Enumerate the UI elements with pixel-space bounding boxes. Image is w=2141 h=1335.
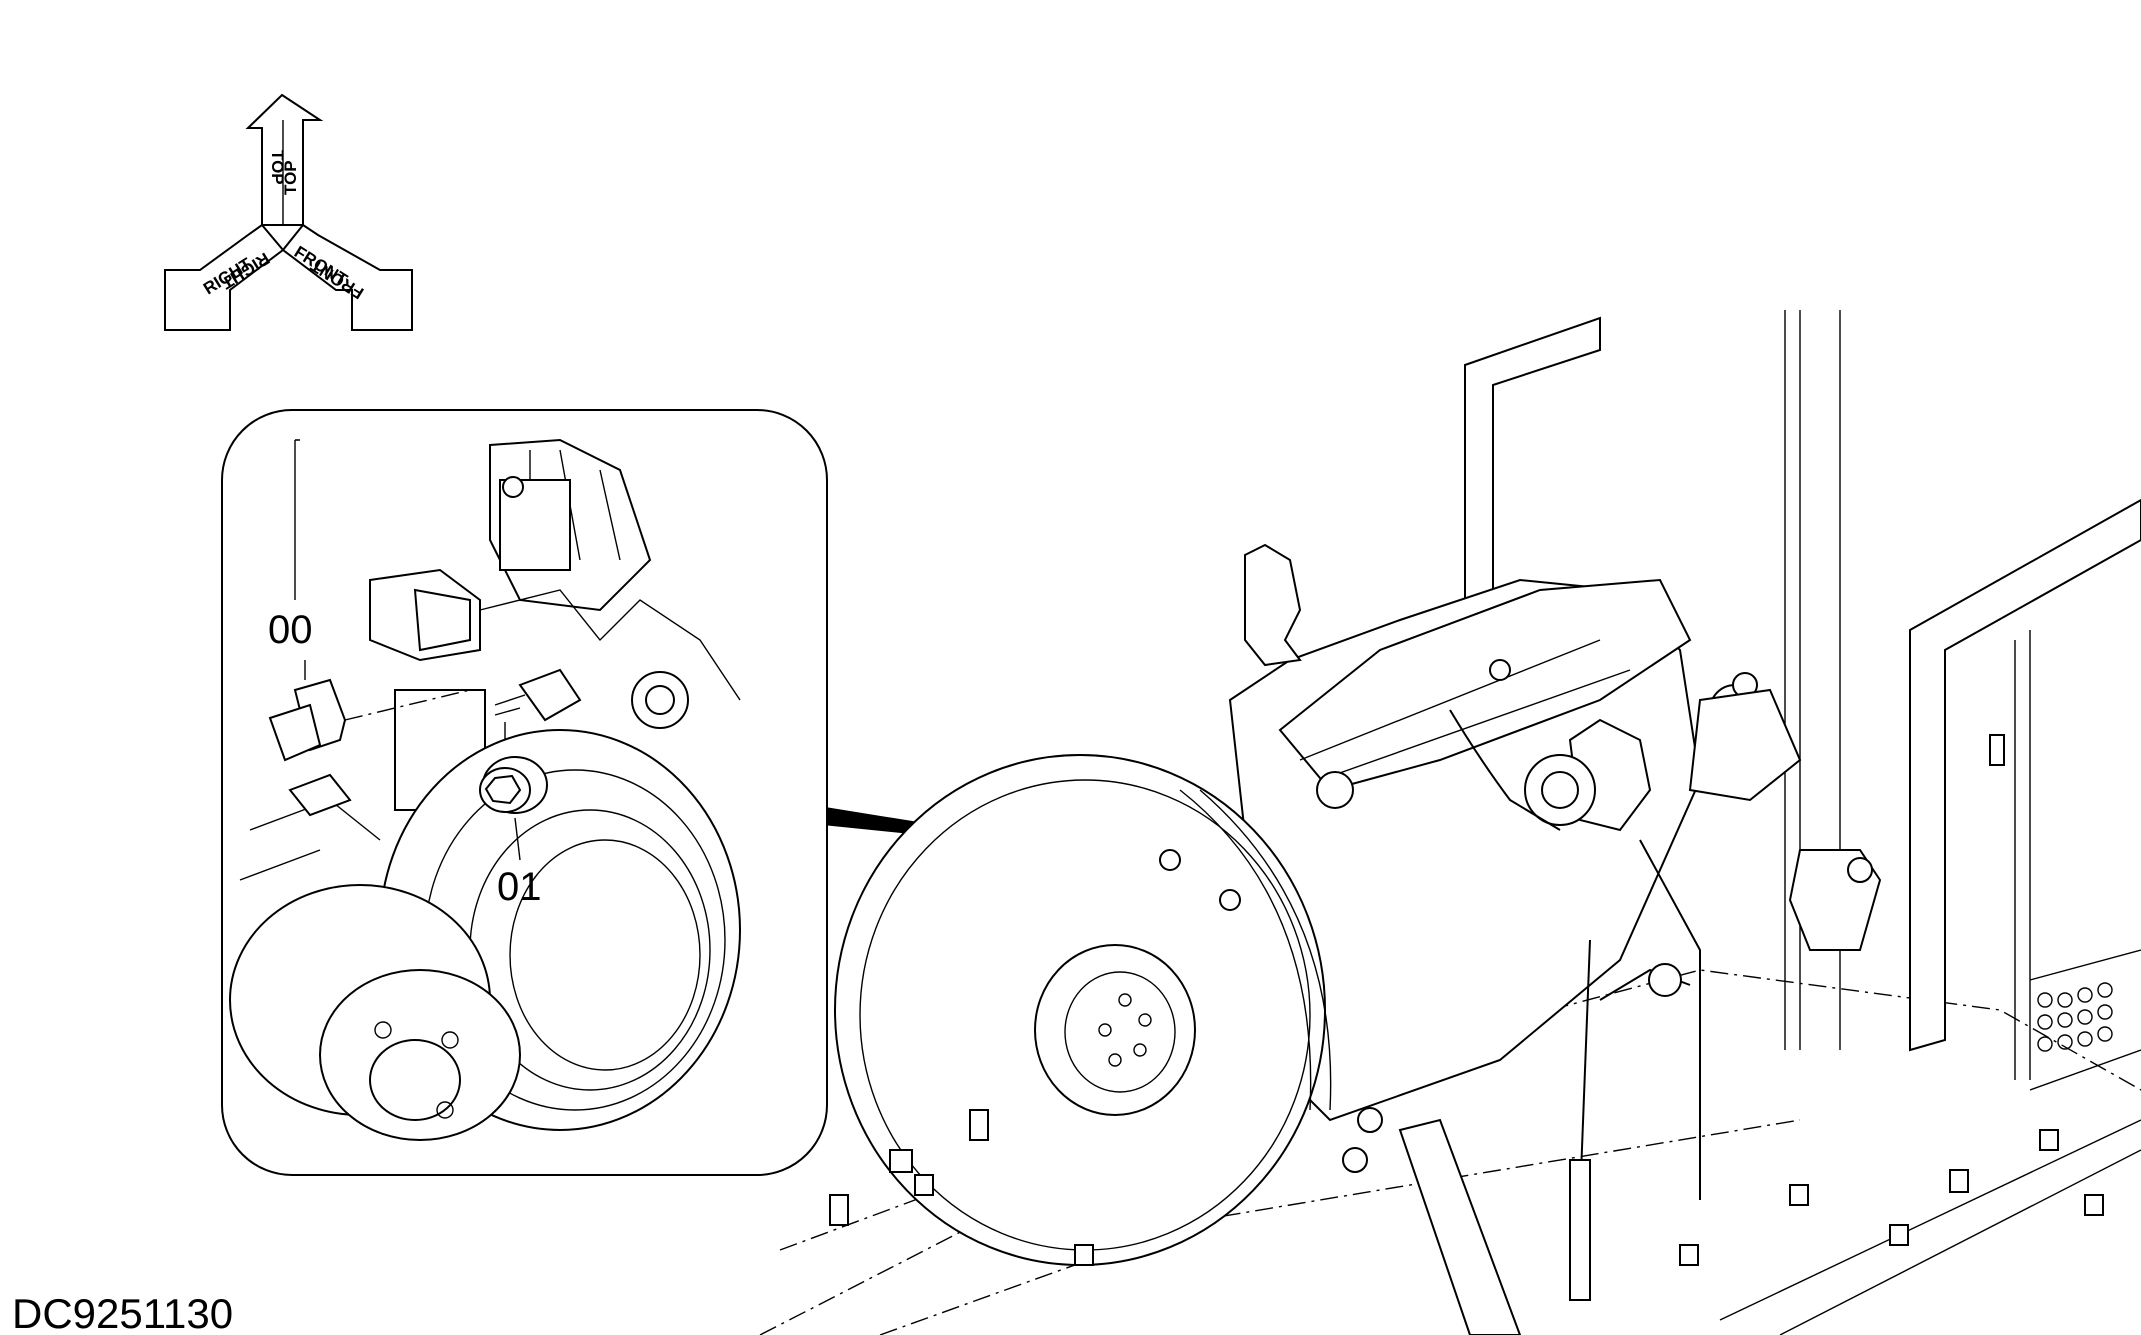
detail-inset: [221, 409, 828, 1176]
right-arrow-icon: [164, 223, 285, 331]
callout-part-01: 01: [497, 865, 542, 909]
top-label: TOP: [268, 150, 287, 185]
perforated-plate: [2037, 982, 2113, 1052]
orientation-indicator: TOP TOP RIGHT RIGHT FRONT FRONT: [164, 93, 413, 331]
top-label-mirror: TOP: [281, 160, 300, 195]
plug-part-00: [268, 678, 347, 762]
inset-frame: [221, 409, 828, 1176]
engine-assembly: [759, 310, 2141, 1335]
document-id: DC9251130: [12, 1290, 233, 1335]
mount-brackets: [829, 734, 2104, 1266]
flywheel-housing: [834, 754, 1383, 1266]
front-arrow-icon: [281, 223, 413, 331]
callout-part-00: 00: [268, 608, 313, 652]
plug-part-01: [479, 756, 548, 814]
